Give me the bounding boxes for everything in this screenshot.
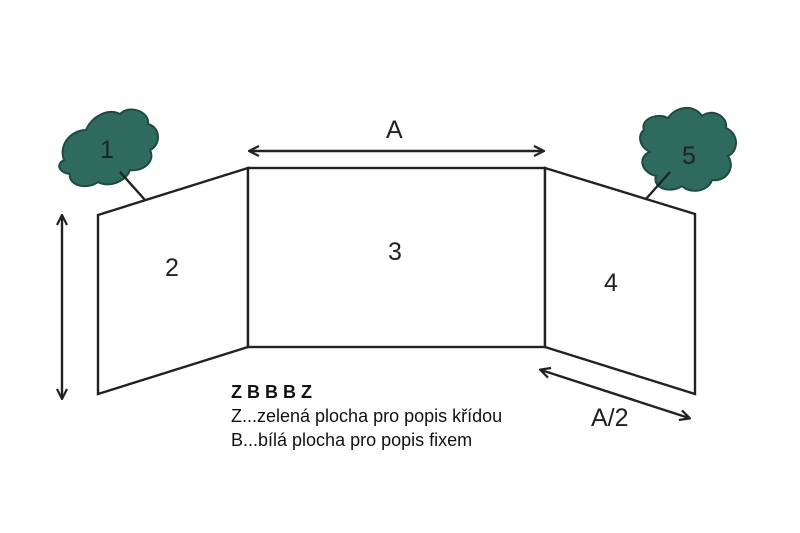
green-panel-1-arm [119,171,146,201]
dimension-label-a-half: A/2 [591,404,629,432]
green-panel-1: 1 [58,108,159,201]
panel-4-label: 4 [604,269,618,297]
panel-5-label: 5 [682,142,696,170]
dimension-arrow-width-a-half [541,370,689,418]
panel-2-label: 2 [165,254,179,282]
legend-line-b: B...bílá plocha pro popis fixem [231,430,472,450]
white-panel-4 [543,166,697,396]
panel-3-label: 3 [388,238,402,266]
green-panel-5: 5 [639,107,737,201]
panel-1-label: 1 [100,136,114,164]
white-panel-3 [246,166,547,349]
legend-line-z: Z...zelená plocha pro popis křídou [231,406,502,426]
legend-sequence: Z B B B Z [231,382,312,402]
green-panel-5-arm [644,171,671,201]
dimension-label-a: A [386,116,403,144]
